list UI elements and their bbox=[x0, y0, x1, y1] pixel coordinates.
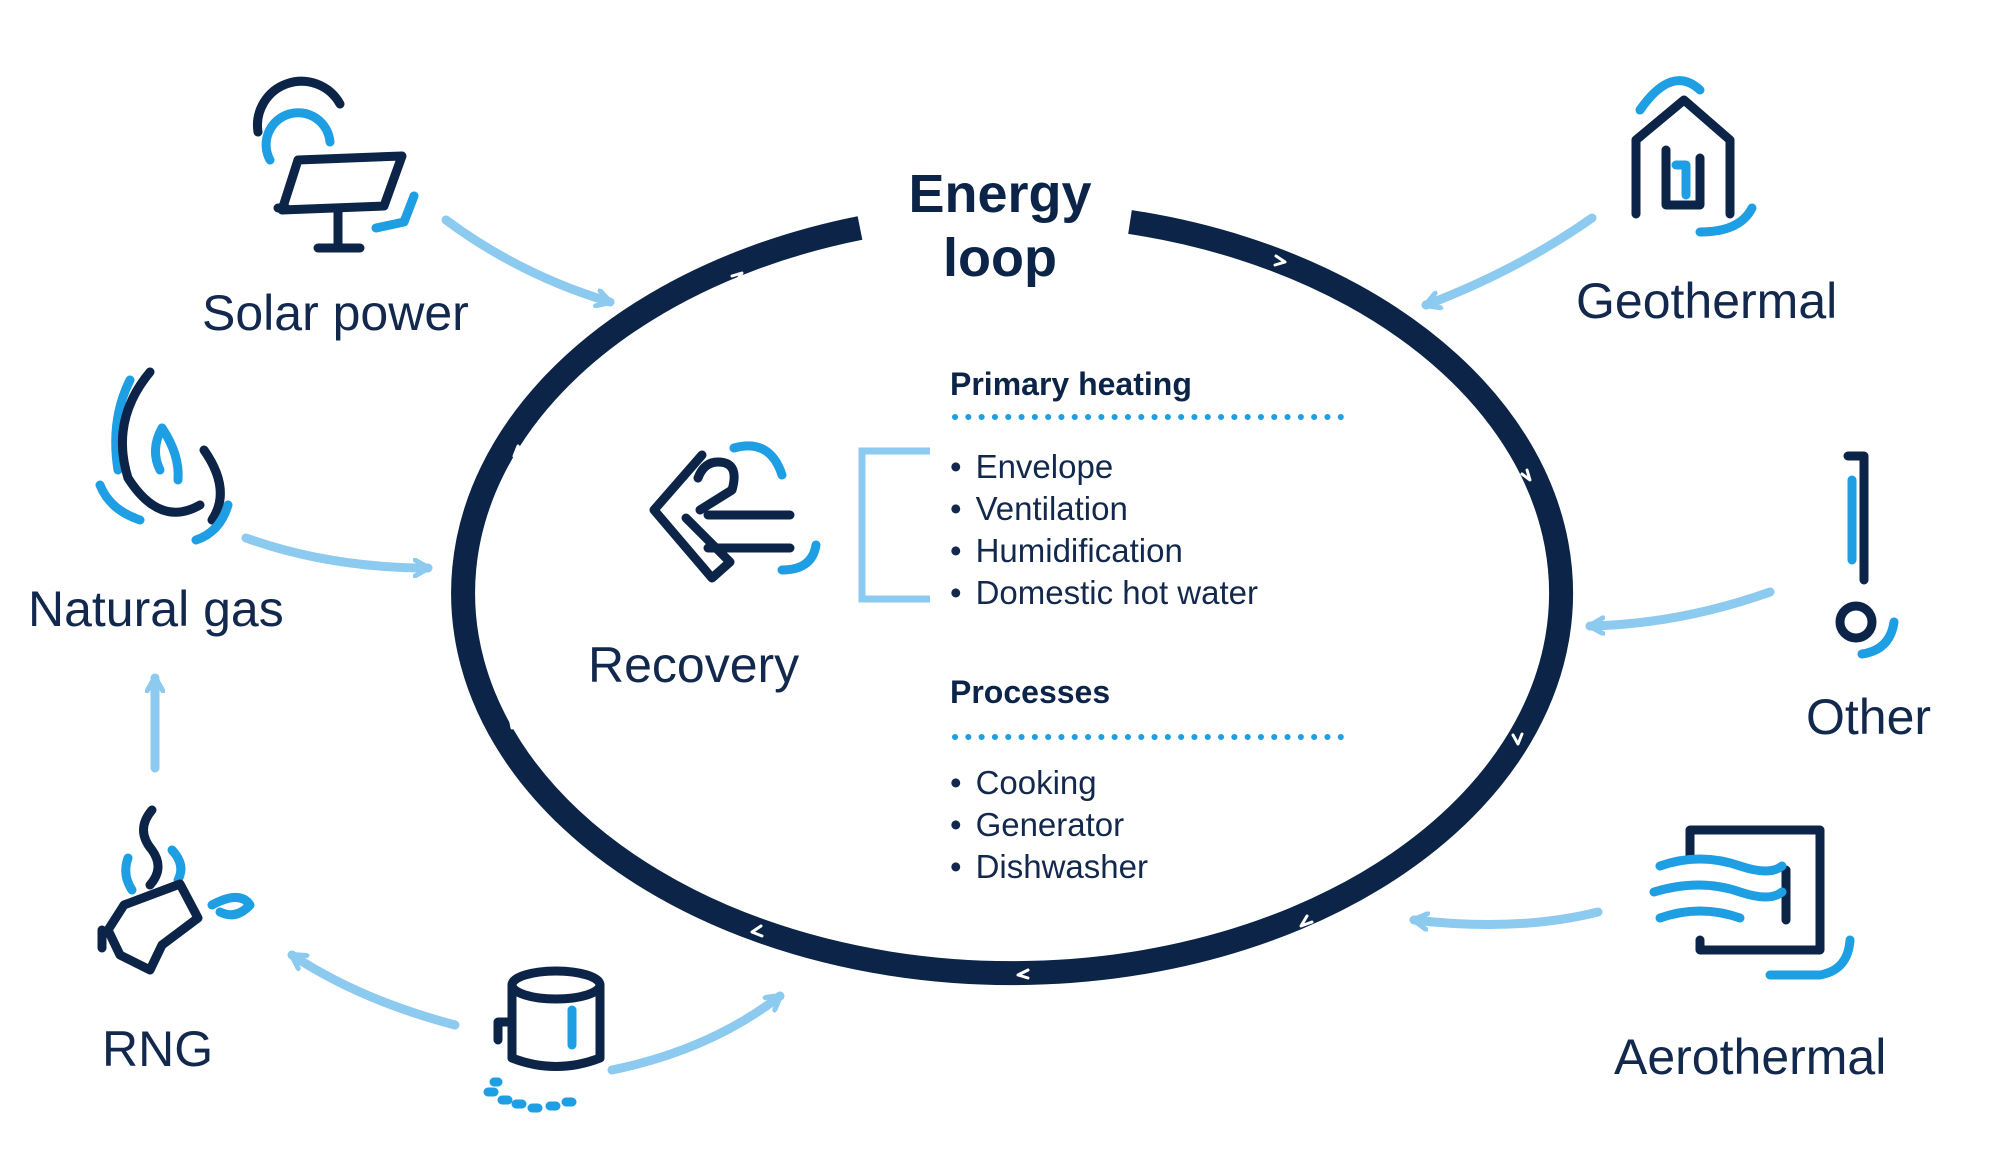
label-solar-power: Solar power bbox=[202, 285, 469, 341]
energy-loop-ring bbox=[451, 210, 1574, 986]
list-item: Ventilation bbox=[950, 488, 1258, 530]
label-aerothermal: Aerothermal bbox=[1614, 1029, 1887, 1085]
arrow-waste-to-loop bbox=[607, 991, 785, 1075]
label-other: Other bbox=[1806, 689, 1932, 745]
title-line-2: loop bbox=[943, 228, 1057, 288]
exclamation-icon bbox=[1835, 451, 1899, 659]
list-item: Cooking bbox=[950, 762, 1148, 804]
list-item: Envelope bbox=[950, 446, 1258, 488]
title-line-1: Energy bbox=[908, 164, 1092, 224]
arrow-geothermal bbox=[1421, 213, 1597, 305]
list-item: Domestic hot water bbox=[950, 572, 1258, 614]
page-title: Energy loop bbox=[890, 162, 1110, 290]
landfill-gas-icon bbox=[97, 805, 255, 975]
arrow-solar bbox=[441, 215, 615, 302]
flame-icon bbox=[95, 367, 233, 545]
wind-unit-icon bbox=[1649, 825, 1855, 980]
list-item: Generator bbox=[950, 804, 1148, 846]
solar-panel-icon bbox=[253, 76, 419, 253]
arrow-aerothermal bbox=[1409, 907, 1603, 925]
arrow-natural-gas bbox=[241, 533, 433, 568]
label-geothermal: Geothermal bbox=[1576, 273, 1838, 329]
list-item: Humidification bbox=[950, 530, 1258, 572]
arrow-other bbox=[1585, 587, 1775, 626]
recovery-arrow-icon bbox=[649, 441, 821, 583]
processes-heading: Processes bbox=[950, 674, 1111, 710]
input-arrows bbox=[155, 213, 1775, 1075]
recovery-bracket bbox=[858, 447, 930, 603]
arrow-to-rng bbox=[287, 950, 460, 1030]
label-natural-gas: Natural gas bbox=[28, 581, 284, 637]
label-recovery: Recovery bbox=[588, 637, 800, 693]
house-geothermal-icon bbox=[1631, 76, 1757, 237]
loop-direction-chevrons bbox=[508, 254, 1532, 980]
list-item: Dishwasher bbox=[950, 846, 1148, 888]
processes-list: Cooking Generator Dishwasher bbox=[950, 762, 1148, 888]
label-rng: RNG bbox=[102, 1021, 214, 1077]
primary-heating-list: Envelope Ventilation Humidification Dome… bbox=[950, 446, 1258, 614]
primary-heating-heading: Primary heating bbox=[950, 366, 1192, 402]
waste-bin-icon bbox=[483, 966, 605, 1113]
